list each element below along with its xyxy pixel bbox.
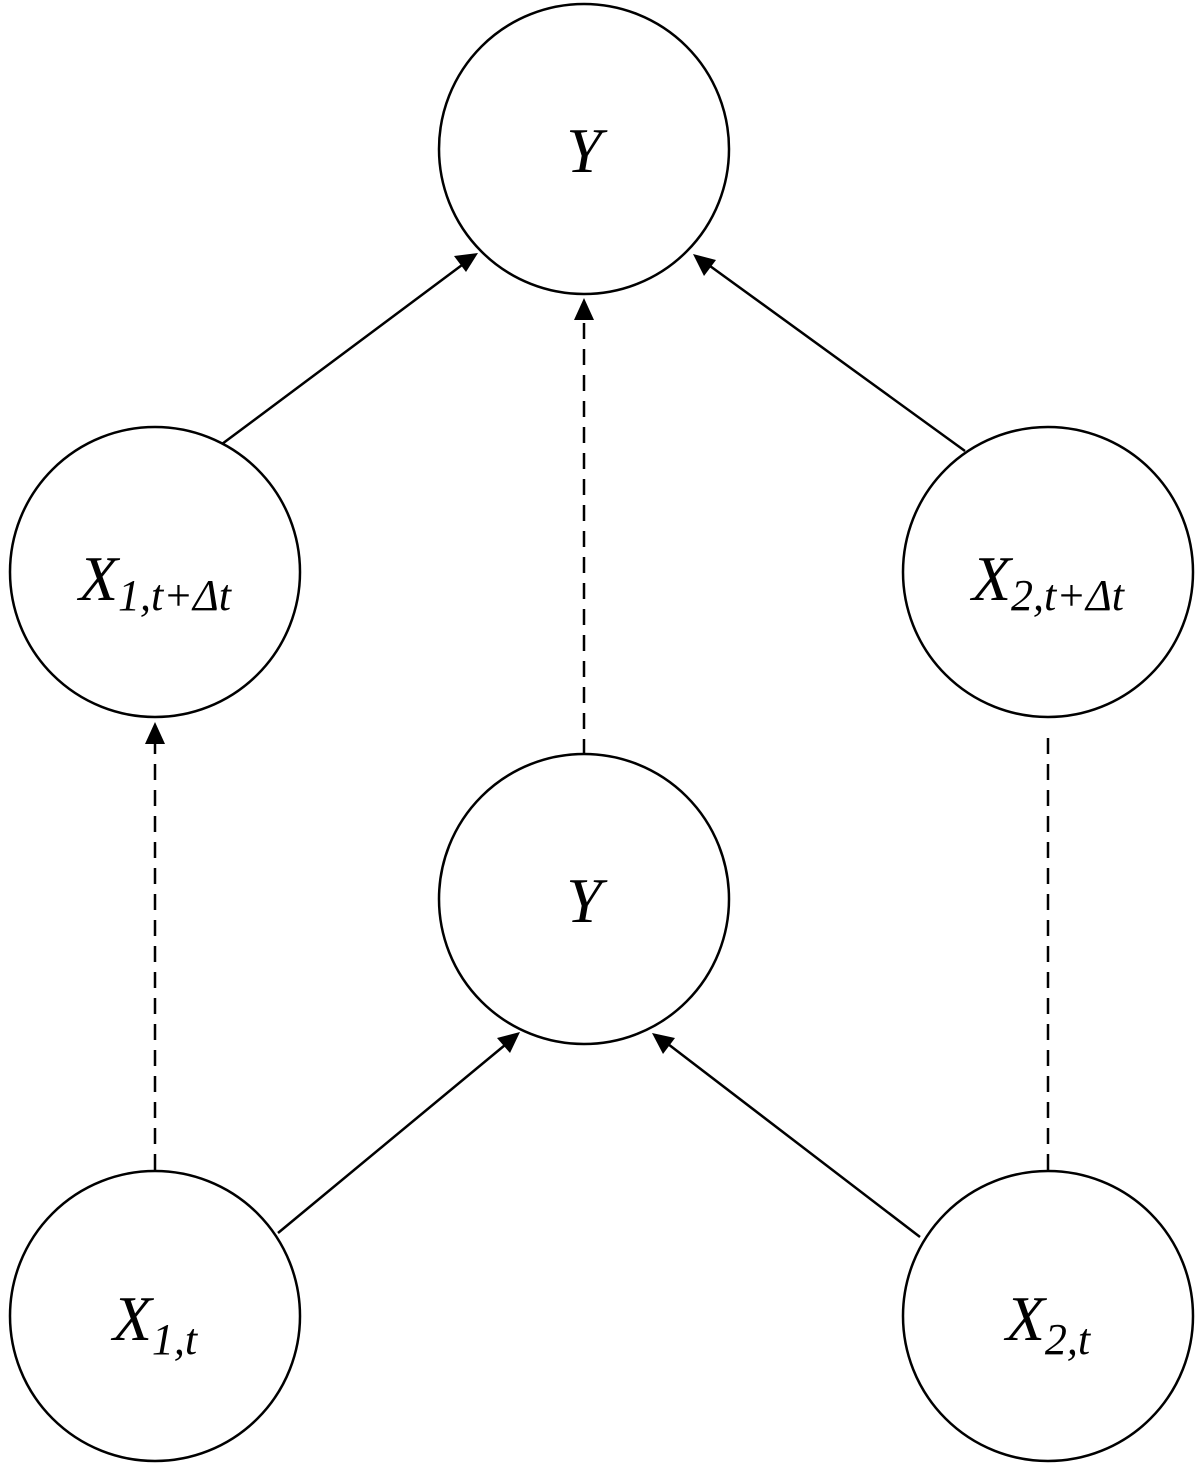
node-x1-t-circle bbox=[8, 1169, 302, 1463]
arrowhead-x2-delta-to-y-top bbox=[693, 254, 716, 276]
node-y-mid-label: Y bbox=[566, 865, 608, 936]
edge-x1-t-to-y-mid bbox=[277, 1044, 506, 1234]
node-x2-t: X2,t bbox=[901, 1169, 1195, 1463]
arrowhead-x1-delta-to-y-top bbox=[454, 253, 478, 272]
edge-x1-delta-to-y-top bbox=[221, 263, 463, 446]
node-x1-delta-label: X1,t+Δt bbox=[76, 543, 233, 620]
edge-x2-t-to-y-mid bbox=[667, 1043, 921, 1238]
node-x1-delta: X1,t+Δt bbox=[8, 425, 302, 719]
node-y-top-label: Y bbox=[566, 115, 608, 186]
arrowhead-y-mid-to-y-top bbox=[574, 298, 594, 320]
node-x1-t: X1,t bbox=[8, 1169, 302, 1463]
edge-x2-delta-to-y-top bbox=[709, 264, 966, 453]
arrowhead-x2-t-to-y-mid bbox=[652, 1033, 675, 1054]
node-x2-t-circle bbox=[901, 1169, 1195, 1463]
node-y-top-circle bbox=[437, 2, 731, 296]
node-x2-delta-circle bbox=[901, 425, 1195, 719]
node-y-mid-circle bbox=[437, 752, 731, 1046]
node-y-mid: Y bbox=[437, 752, 731, 1046]
node-x1-t-label: X1,t bbox=[110, 1283, 199, 1364]
node-x2-delta: X2,t+Δt bbox=[901, 425, 1195, 719]
node-x2-delta-label: X2,t+Δt bbox=[969, 543, 1126, 620]
edges bbox=[145, 253, 1050, 1238]
arrowhead-x1-t-to-x1-delta bbox=[145, 722, 165, 744]
node-x2-t-label: X2,t bbox=[1003, 1283, 1092, 1364]
arrowhead-x1-t-to-y-mid bbox=[497, 1032, 520, 1053]
node-x1-delta-circle bbox=[8, 425, 302, 719]
node-y-top: Y bbox=[437, 2, 731, 296]
